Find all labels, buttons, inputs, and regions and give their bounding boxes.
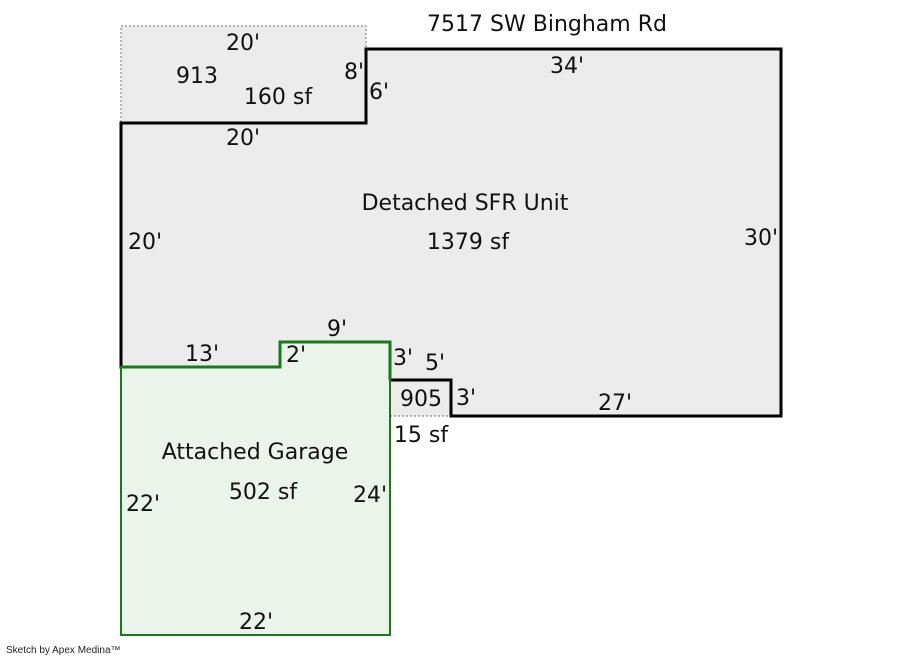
porch-913-area	[120, 25, 367, 124]
main-name: Detached SFR Unit	[362, 191, 569, 216]
porch-top-dim: 20'	[226, 31, 260, 56]
main-left-dim: 20'	[128, 230, 162, 255]
nook-905-area	[390, 380, 451, 416]
porch-area: 160 sf	[244, 85, 313, 110]
porch-right-dim: 8'	[344, 60, 364, 85]
notch-top-dim: 5'	[425, 351, 445, 376]
main-area: 1379 sf	[427, 230, 510, 255]
main-right-dim: 30'	[744, 226, 778, 251]
porch-code: 913	[176, 64, 218, 89]
sketch-credit: Sketch by Apex Medina™	[6, 645, 121, 656]
notch-right-dim: 3'	[456, 386, 476, 411]
main-top-dim: 34'	[550, 54, 584, 79]
garage-right-dim: 24'	[353, 483, 387, 508]
garage-name: Attached Garage	[162, 440, 348, 465]
main-upper-left-dim: 20'	[226, 126, 260, 151]
garage-left-dim: 22'	[126, 492, 160, 517]
nook-code: 905	[400, 387, 442, 412]
garage-bottom-dim: 22'	[239, 610, 273, 635]
garage-shared-wall	[121, 340, 392, 380]
garage-jog-dim: 2'	[286, 343, 306, 368]
main-step-dim: 6'	[369, 80, 389, 105]
garage-top-dim: 9'	[327, 317, 347, 342]
garage-step-dim: 3'	[393, 346, 413, 371]
garage-left-top-dim: 13'	[185, 342, 219, 367]
garage-area: 502 sf	[229, 480, 298, 505]
address-title: 7517 SW Bingham Rd	[427, 12, 667, 37]
nook-area: 15 sf	[394, 423, 449, 448]
main-bottom-dim: 27'	[598, 391, 632, 416]
